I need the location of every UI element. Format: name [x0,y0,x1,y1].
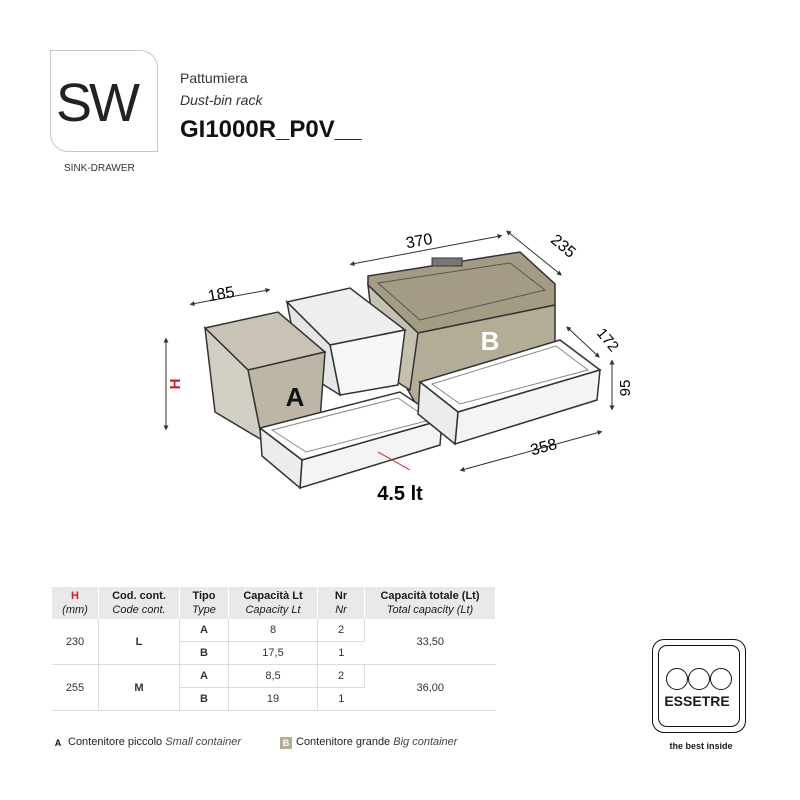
label-a: A [286,382,305,412]
dim-172: 172 [593,325,622,355]
table-row: 255 M A 8,5 2 36,00 [52,664,496,711]
product-drawing: B A 370 235 185 172 95 35 [163,230,634,505]
cell-type: B [179,687,229,711]
legend-b: B Contenitore grande Big container [280,736,457,749]
header-code: Cod. cont.Code cont. [98,587,180,619]
essetre-logo-inner [658,645,740,727]
product-name-en: Dust-bin rack [180,92,263,108]
tray-right [417,339,602,446]
dim-95: 95 [617,380,634,397]
dim-185: 185 [207,284,236,305]
cell-capacity: 8,5 [228,664,318,688]
legend-a: A Contenitore piccolo Small container [52,736,241,749]
header-total: Capacità totale (Lt)Total capacity (Lt) [364,587,496,619]
cell-h: 255 [52,664,99,711]
container-a-middle [285,287,407,397]
table-row: B 17,5 1 [52,641,496,665]
legend-b-en: Big container [393,736,458,748]
dim-358: 358 [529,436,559,459]
cell-total: 36,00 [364,664,496,711]
dim-235: 235 [547,231,578,261]
cell-type: A [179,619,229,642]
header-h: H(mm) [52,587,99,619]
maker-tagline: the best inside [669,741,733,751]
legend-a-it: Contenitore piccolo [68,736,163,748]
legend-b-key: B [280,737,292,749]
brand-logo: SW [56,73,140,133]
product-code: GI1000R_P0V__ [180,116,362,143]
cell-nr: 2 [317,619,365,642]
legend-a-key: A [52,737,64,749]
cell-code: L [98,619,180,665]
product-name-it: Pattumiera [180,70,248,86]
cell-type: B [179,641,229,665]
legend-b-it: Contenitore grande [296,736,391,748]
cell-capacity: 17,5 [228,641,318,665]
table-row: 230 L A 8 2 33,50 [52,619,496,665]
capacity-label: 4.5 lt [377,483,423,505]
circle-icon [666,668,688,690]
circle-icon [688,668,710,690]
maker-name: ESSETRE [664,693,730,709]
table-row: B 19 1 [52,687,496,711]
cell-total: 33,50 [364,619,496,665]
logo-frame [50,50,158,152]
cell-nr: 1 [317,641,365,665]
circle-icon [710,668,732,690]
cell-nr: 1 [317,687,365,711]
cell-capacity: 19 [228,687,318,711]
cell-type: A [179,664,229,688]
dim-370: 370 [405,231,434,252]
cell-nr: 2 [317,664,365,688]
cell-h: 230 [52,619,99,665]
label-b: B [481,326,500,356]
cell-capacity: 8 [228,619,318,642]
legend-a-en: Small container [165,736,242,748]
dim-h: H [167,379,184,390]
cell-code: M [98,664,180,711]
brand-subtitle: SINK-DRAWER [64,163,135,174]
essetre-logo: ESSETRE [652,639,746,733]
